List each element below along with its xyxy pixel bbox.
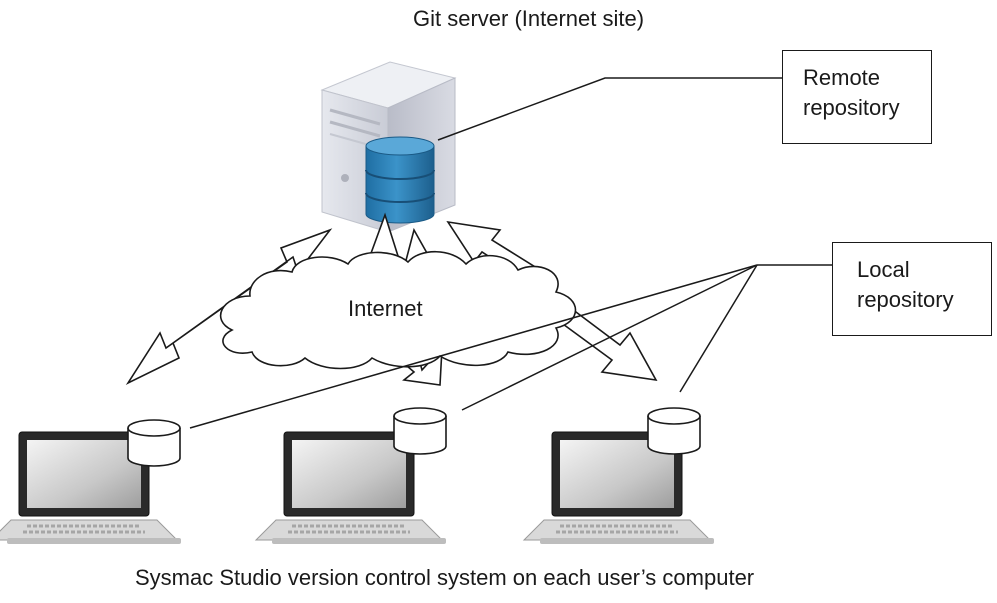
remote-database-icon	[365, 136, 435, 224]
remote-repo-line1: Remote	[803, 65, 881, 90]
cloud-label: Internet	[348, 296, 423, 321]
local-repo-line1: Local	[857, 257, 910, 282]
remote-repo-line2: repository	[803, 95, 900, 120]
arrow-left-double	[125, 228, 333, 385]
local-repo-leaders	[189, 264, 832, 429]
local-repository-box: Local repository	[832, 242, 992, 336]
local-database-center-icon	[393, 407, 447, 455]
internet-cloud-icon	[219, 251, 577, 370]
local-repo-line2: repository	[857, 287, 954, 312]
server-title: Git server (Internet site)	[413, 6, 645, 31]
local-database-right-icon	[647, 407, 701, 455]
laptop-center-icon	[254, 431, 446, 544]
laptop-left-icon	[0, 431, 181, 544]
remote-repo-leader	[437, 77, 782, 141]
laptop-right-icon	[522, 431, 714, 544]
footer-caption: Sysmac Studio version control system on …	[135, 565, 755, 590]
local-database-left-icon	[127, 419, 181, 467]
remote-repository-box: Remote repository	[782, 50, 932, 144]
